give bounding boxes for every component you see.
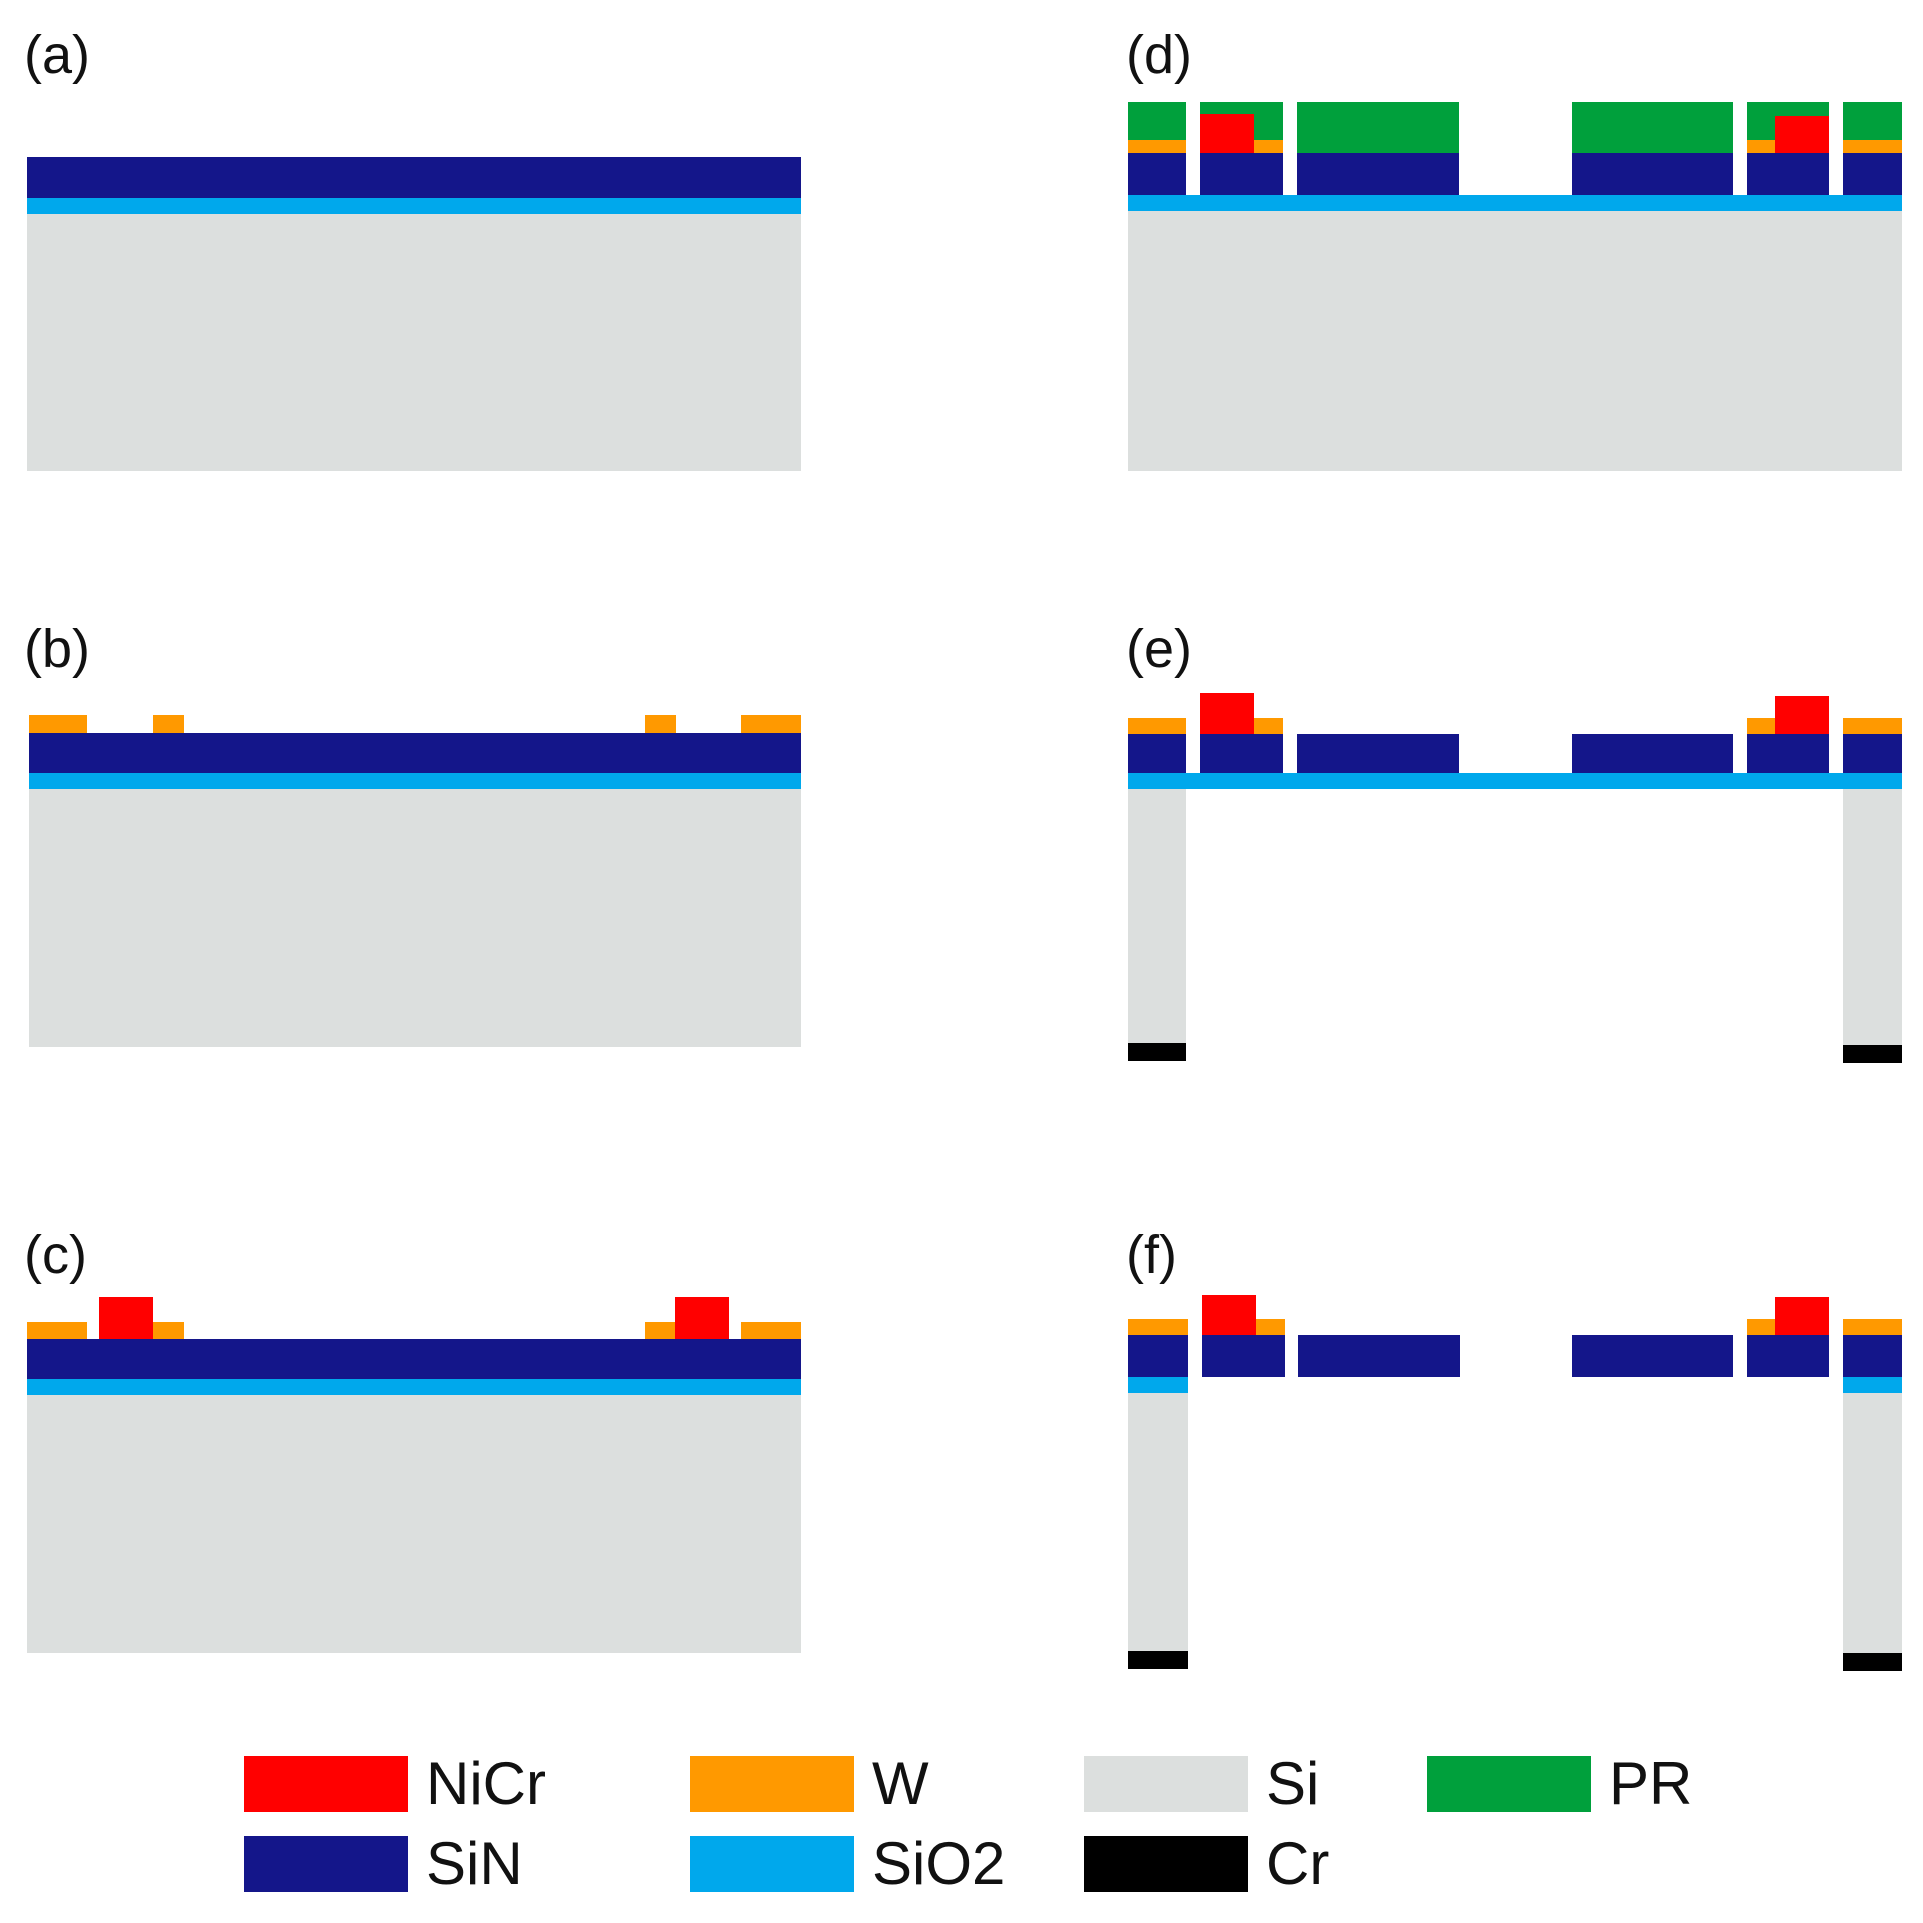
- legend-label-sin: SiN: [426, 1830, 523, 1897]
- photoresist: [1843, 102, 1902, 140]
- si-substrate: [29, 789, 801, 1047]
- w-pad: [1843, 140, 1902, 153]
- w-pad: [1255, 1319, 1285, 1335]
- w-pad: [1128, 140, 1186, 153]
- sin-segment: [1572, 734, 1733, 773]
- si-leg: [1128, 1393, 1188, 1651]
- sio2-layer: [27, 1379, 801, 1395]
- sin-segment: [1572, 1335, 1733, 1377]
- nicr-heater: [1775, 1297, 1829, 1335]
- w-pad: [645, 715, 676, 733]
- legend-swatch-cr: [1084, 1836, 1248, 1892]
- legend-label-nicr: NiCr: [426, 1750, 546, 1817]
- photoresist: [1572, 102, 1733, 153]
- panel-label-a: (a): [24, 25, 90, 85]
- sin-segment: [1128, 153, 1186, 195]
- w-pad: [1128, 1319, 1188, 1335]
- sin-segment: [1128, 1335, 1188, 1377]
- nicr-heater: [1200, 114, 1254, 153]
- w-pad: [741, 1322, 801, 1339]
- sio2-remnant: [1843, 1377, 1902, 1393]
- sio2-layer: [27, 198, 801, 214]
- nicr-heater: [1202, 1295, 1256, 1335]
- panel-label-c: (c): [24, 1225, 87, 1285]
- legend-swatch-sio2: [690, 1836, 854, 1892]
- sin-segment: [1747, 153, 1829, 195]
- si-substrate: [27, 213, 801, 471]
- nicr-heater: [1200, 693, 1254, 734]
- legend-label-si: Si: [1266, 1750, 1320, 1817]
- panel-label-f: (f): [1126, 1225, 1177, 1285]
- panel-label-b: (b): [24, 619, 90, 679]
- si-substrate: [1128, 211, 1902, 471]
- sin-layer: [27, 1339, 801, 1379]
- photoresist: [1297, 102, 1459, 153]
- w-pad: [153, 715, 184, 733]
- sin-segment: [1297, 734, 1459, 773]
- w-pad: [1747, 1319, 1777, 1335]
- sin-segment: [1297, 153, 1459, 195]
- legend-swatch-pr: [1427, 1756, 1591, 1812]
- w-pad: [152, 1322, 184, 1339]
- si-leg: [1843, 789, 1902, 1045]
- si-leg: [1128, 789, 1186, 1043]
- w-pad: [1747, 718, 1777, 734]
- nicr-heater: [1775, 696, 1829, 734]
- sio2-membrane: [1128, 773, 1902, 789]
- w-pad: [1843, 718, 1902, 734]
- cr-layer: [1843, 1045, 1902, 1063]
- sin-segment: [1843, 153, 1902, 195]
- sin-segment: [1200, 734, 1283, 773]
- legend-label-cr: Cr: [1266, 1830, 1330, 1897]
- w-pad: [1128, 718, 1186, 734]
- legend-swatch-sin: [244, 1836, 408, 1892]
- sio2-remnant: [1128, 1377, 1188, 1393]
- w-pad: [27, 1322, 87, 1339]
- panel-label-d: (d): [1126, 25, 1192, 85]
- cr-layer: [1128, 1043, 1186, 1061]
- w-pad: [741, 715, 801, 733]
- legend-swatch-nicr: [244, 1756, 408, 1812]
- cr-layer: [1843, 1653, 1902, 1671]
- sin-segment: [1298, 1335, 1460, 1377]
- sin-layer: [27, 157, 801, 198]
- sin-segment: [1128, 734, 1186, 773]
- cr-layer: [1128, 1651, 1188, 1669]
- w-pad: [1843, 1319, 1902, 1335]
- nicr-heater: [99, 1297, 153, 1339]
- legend-label-sio2: SiO2: [872, 1830, 1006, 1897]
- sio2-layer: [29, 773, 801, 789]
- nicr-heater: [675, 1297, 729, 1339]
- sin-segment: [1202, 1335, 1285, 1377]
- sio2-layer: [1128, 195, 1902, 211]
- photoresist: [1128, 102, 1186, 140]
- panel-label-e: (e): [1126, 619, 1192, 679]
- si-substrate: [27, 1395, 801, 1653]
- sin-segment: [1843, 734, 1902, 773]
- legend-swatch-si: [1084, 1756, 1248, 1812]
- w-pad: [645, 1322, 677, 1339]
- legend-swatch-w: [690, 1756, 854, 1812]
- nicr-heater: [1775, 116, 1829, 153]
- si-leg: [1843, 1393, 1902, 1653]
- w-pad: [1252, 718, 1283, 734]
- legend-label-w: W: [872, 1750, 929, 1817]
- w-pad: [29, 715, 87, 733]
- sin-segment: [1572, 153, 1733, 195]
- sin-segment: [1747, 734, 1829, 773]
- legend-label-pr: PR: [1609, 1750, 1693, 1817]
- sin-segment: [1747, 1335, 1829, 1377]
- sin-segment: [1843, 1335, 1902, 1377]
- sin-segment: [1200, 153, 1283, 195]
- sin-layer: [29, 733, 801, 773]
